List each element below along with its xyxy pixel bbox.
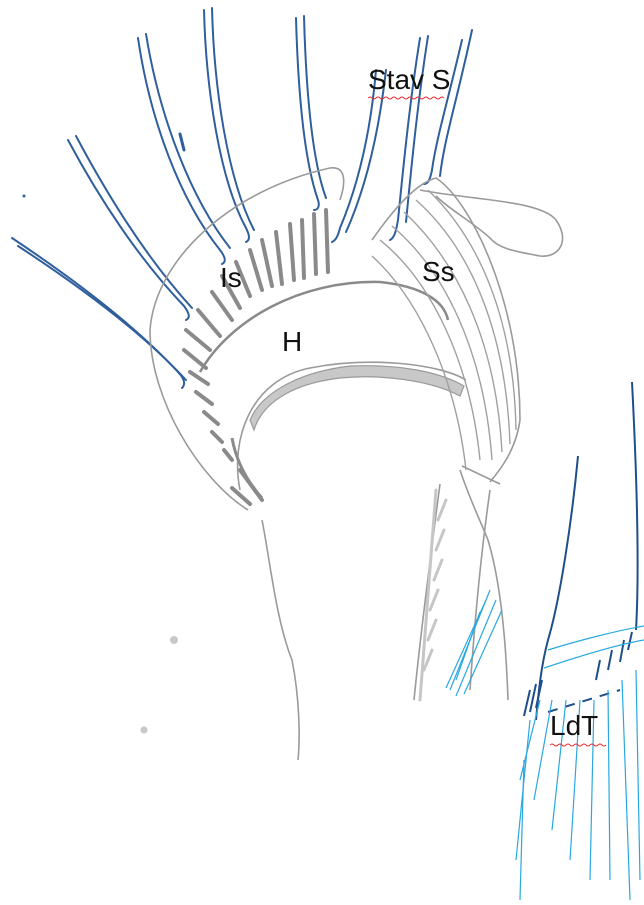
ldt-dark-right [632, 382, 638, 630]
nerve-strand-2b [76, 136, 192, 308]
nerve-strand-4 [204, 10, 249, 242]
nerve-strand-1b [18, 246, 186, 380]
nerve-strand-8b [440, 30, 472, 176]
humerus-right-shaft [460, 470, 508, 700]
ldt-hooks [524, 632, 632, 716]
humeral-head-outer [200, 282, 448, 372]
biceps-tendon [420, 490, 446, 700]
tendon-band-top [462, 466, 500, 484]
spellcheck-underline-stay [368, 96, 446, 100]
label-is: Is [220, 264, 242, 292]
nerve-strand-3 [138, 38, 225, 264]
supraspinatus-fibers [372, 190, 516, 470]
label-h: H [282, 328, 302, 356]
nerve-strand-5 [296, 18, 319, 210]
spellcheck-underline-ldt [550, 743, 608, 747]
nerve-tick [180, 134, 184, 150]
label-ldt: LdT [550, 712, 598, 740]
infraspinatus-fibers [184, 210, 328, 504]
humeral-neck-line [232, 438, 262, 498]
ldt-dashed [548, 690, 620, 712]
scapula-outline [150, 168, 563, 760]
nerve-strand-1 [12, 238, 184, 388]
stray-dots [23, 195, 179, 734]
humeral-head [200, 282, 466, 498]
acromion-outline [420, 190, 563, 256]
nerve-strand-5b [304, 16, 326, 198]
label-stay-s: Stav S [368, 66, 450, 94]
label-ss: Ss [422, 258, 455, 286]
humeral-head-band [250, 366, 464, 430]
humerus-left-shaft [262, 520, 299, 760]
latissimus-dorsi [516, 382, 644, 900]
ldt-light-fibers [516, 626, 644, 900]
